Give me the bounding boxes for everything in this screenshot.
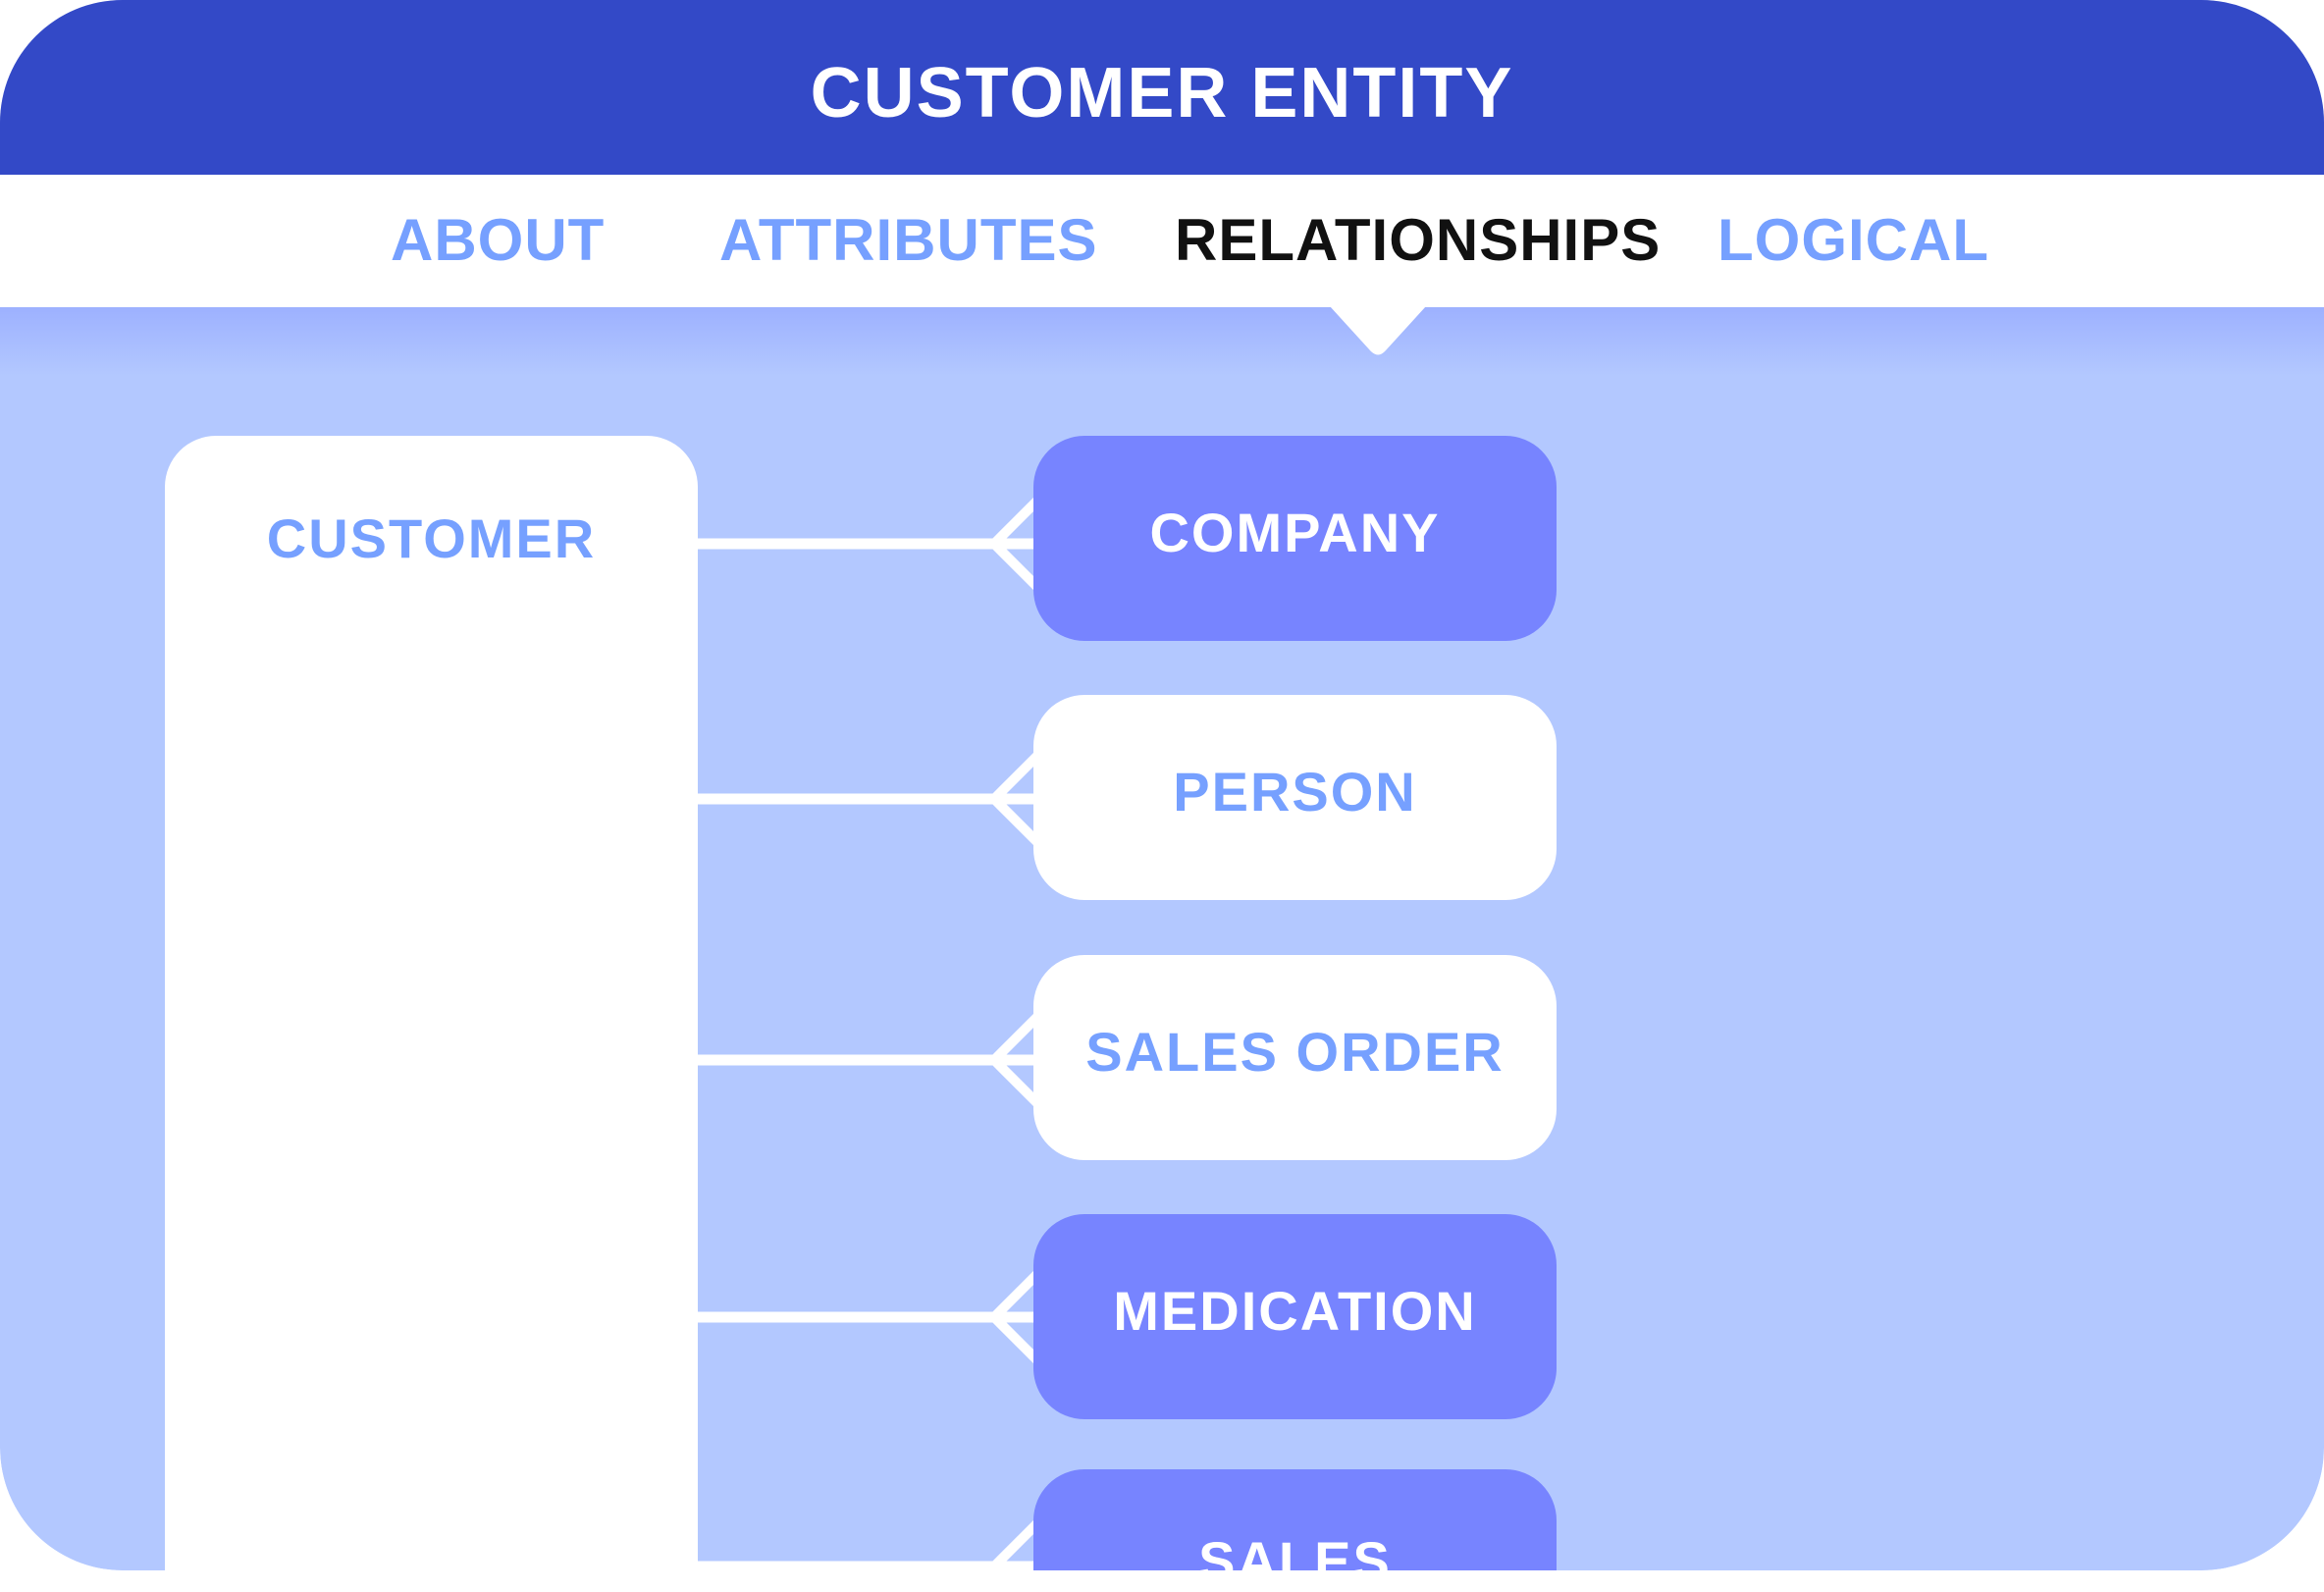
crows-foot-prong-icon xyxy=(990,1519,1041,1570)
entity-label: MEDICATION xyxy=(1113,1280,1477,1342)
entity-medication[interactable]: MEDICATION xyxy=(1033,1214,1557,1419)
tab-logical[interactable]: LOGICAL xyxy=(1717,207,1989,273)
crows-foot-prong-icon xyxy=(990,1270,1041,1321)
tab-relationships[interactable]: RELATIONSHIPS xyxy=(1175,207,1662,273)
entity-customer-label: CUSTOMER xyxy=(266,507,597,569)
entity-label: PERSON xyxy=(1173,761,1417,823)
entity-person[interactable]: PERSON xyxy=(1033,695,1557,900)
crows-foot-prong-icon xyxy=(990,795,1041,846)
crows-foot-prong-icon xyxy=(990,540,1041,591)
relationship-link xyxy=(698,1519,1041,1570)
relationship-link xyxy=(698,1013,1041,1107)
tab-bar: ABOUT ATTRIBUTES RELATIONSHIPS LOGICAL xyxy=(0,175,2324,307)
crows-foot-prong-icon xyxy=(990,1013,1041,1064)
page-title: CUSTOMER ENTITY xyxy=(810,54,1514,133)
entity-company[interactable]: COMPANY xyxy=(1033,436,1557,641)
entity-label: SALES xyxy=(1198,1530,1392,1592)
header-bar: CUSTOMER ENTITY xyxy=(0,0,2324,175)
relationship-link xyxy=(698,752,1041,846)
entity-label: SALES ORDER xyxy=(1085,1021,1505,1083)
crows-foot-prong-icon xyxy=(990,497,1041,548)
relationship-link xyxy=(698,1270,1041,1364)
relationship-link xyxy=(698,497,1041,591)
tab-about[interactable]: ABOUT xyxy=(391,207,606,273)
entity-sales-order[interactable]: SALES ORDER xyxy=(1033,955,1557,1160)
tab-attributes[interactable]: ATTRIBUTES xyxy=(719,207,1098,273)
tab-bar-shadow xyxy=(0,307,2324,376)
entity-sales[interactable]: SALES xyxy=(1033,1469,1557,1570)
crows-foot-prong-icon xyxy=(990,1313,1041,1364)
entity-label: COMPANY xyxy=(1149,502,1441,563)
crows-foot-prong-icon xyxy=(990,752,1041,803)
entity-customer[interactable]: CUSTOMER xyxy=(165,436,698,1570)
crows-foot-prong-icon xyxy=(990,1056,1041,1107)
